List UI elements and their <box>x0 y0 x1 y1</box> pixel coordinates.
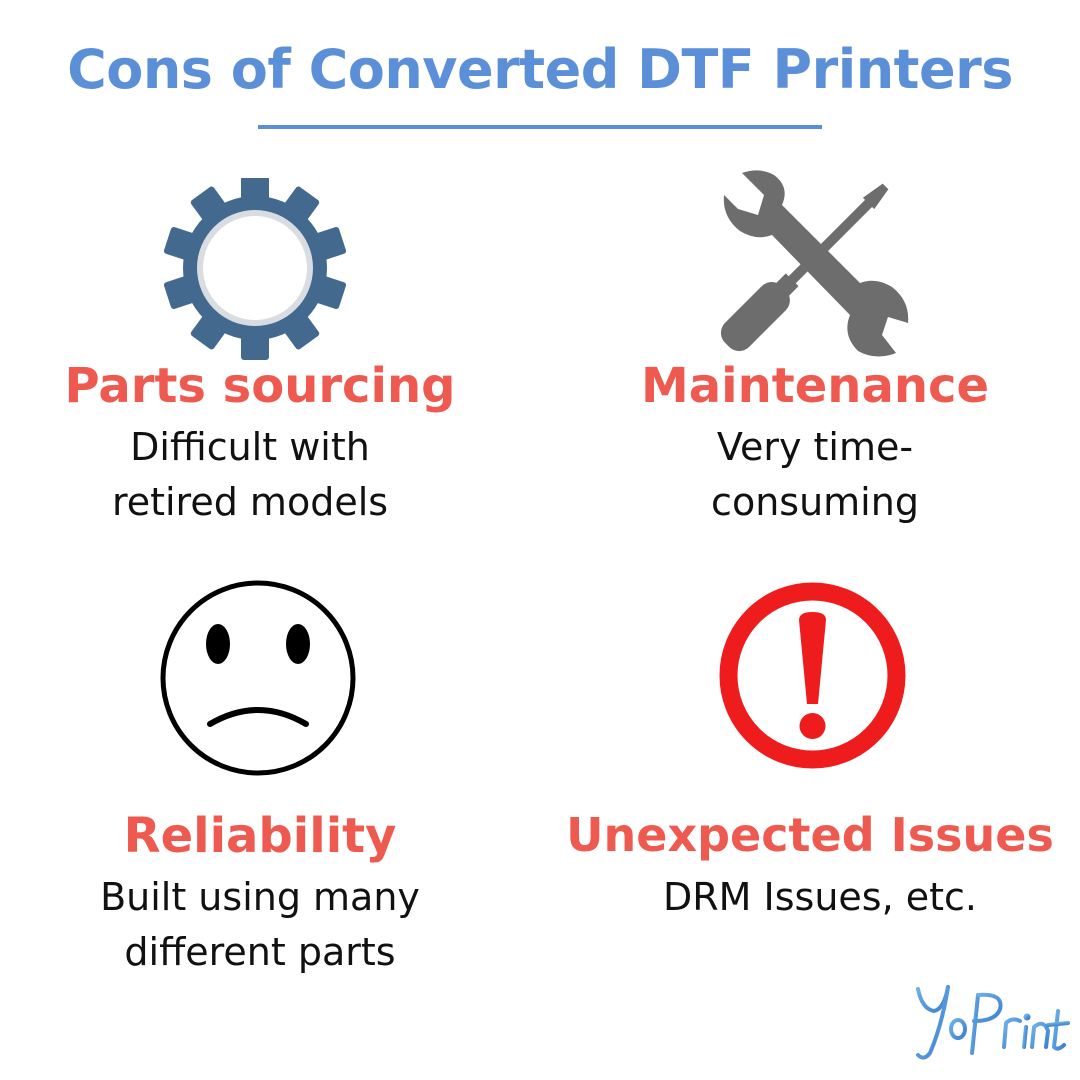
sad-face-icon <box>158 578 358 778</box>
exclamation-icon <box>715 578 910 773</box>
heading-unexpected-issues: Unexpected Issues <box>566 808 1054 862</box>
gear-icon <box>160 176 350 368</box>
heading-reliability: Reliability <box>123 808 397 864</box>
wrench-screwdriver-icon <box>712 165 912 360</box>
desc-unexpected-issues: DRM Issues, etc. <box>600 870 1040 925</box>
yoprint-logo <box>912 975 1072 1065</box>
title-underline <box>258 125 822 129</box>
desc-maintenance: Very time- consuming <box>605 420 1025 530</box>
desc-line: Built using many <box>100 875 420 919</box>
desc-reliability: Built using many different parts <box>40 870 480 980</box>
desc-line: retired models <box>111 480 389 524</box>
heading-maintenance: Maintenance <box>640 358 990 414</box>
desc-line: DRM Issues, etc. <box>662 875 977 919</box>
desc-line: consuming <box>711 480 919 524</box>
desc-line: Very time- <box>716 425 914 469</box>
heading-parts-sourcing: Parts sourcing <box>64 358 456 414</box>
page-title: Cons of Converted DTF Printers <box>67 38 1013 101</box>
desc-parts-sourcing: Difficult with retired models <box>40 420 460 530</box>
desc-line: Difficult with <box>130 425 370 469</box>
desc-line: different parts <box>124 930 396 974</box>
